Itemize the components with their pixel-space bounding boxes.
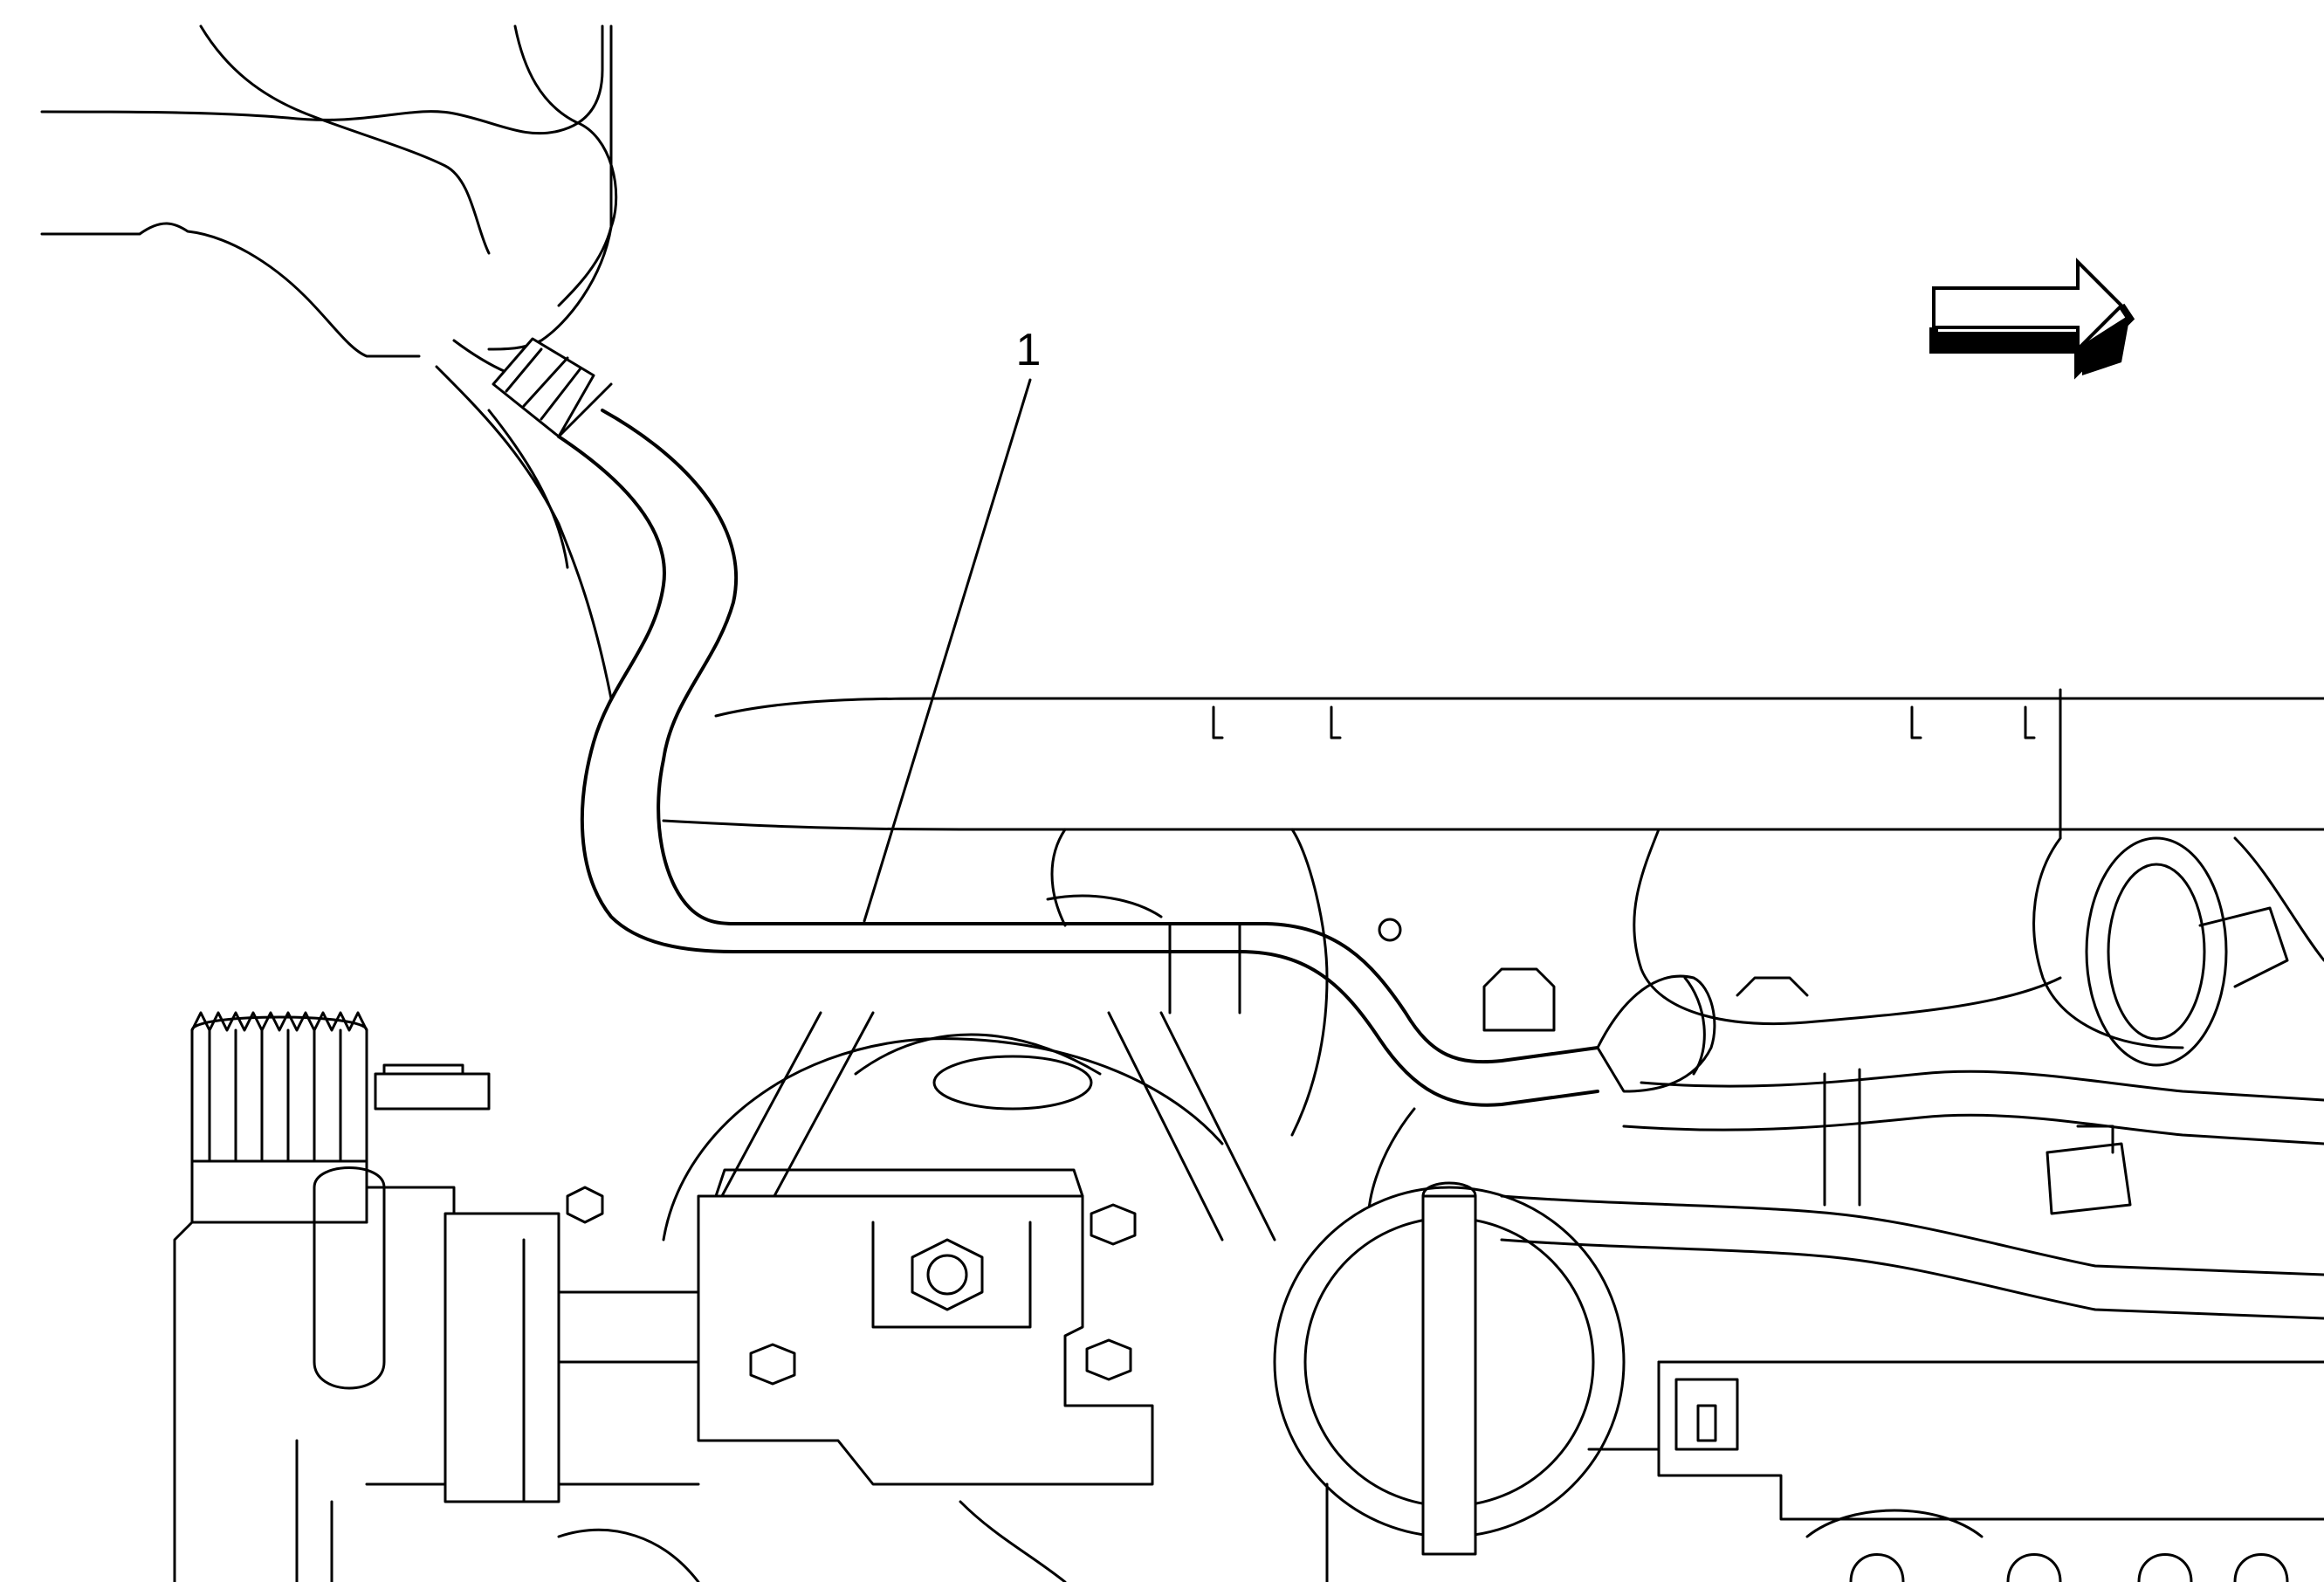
callout-label-1: 1 bbox=[1016, 325, 1042, 375]
hose-clamp-upper bbox=[492, 337, 613, 438]
throttle-body bbox=[173, 1011, 719, 1582]
coolant-hose bbox=[557, 409, 1599, 1107]
bolt-head-left bbox=[566, 1186, 604, 1224]
bolt-head-right bbox=[1090, 1203, 1137, 1246]
horizontal-pipe bbox=[662, 688, 2324, 840]
intake-body bbox=[1633, 828, 2324, 1067]
arrow-right-icon bbox=[1929, 258, 2135, 380]
wiring-harness bbox=[1482, 967, 2324, 1320]
bolt-head-lower bbox=[749, 1338, 1132, 1386]
coolant-housing bbox=[566, 1037, 1224, 1486]
callout-leader-1 bbox=[863, 378, 1032, 923]
knurled-knob bbox=[190, 1011, 368, 1163]
bolt-head-center bbox=[911, 1238, 984, 1311]
filler-cap bbox=[1273, 1181, 1626, 1556]
center-housing bbox=[1046, 828, 1416, 1242]
cylinder-head bbox=[557, 1360, 2324, 1582]
hose-connector-lower bbox=[1596, 974, 1716, 1093]
